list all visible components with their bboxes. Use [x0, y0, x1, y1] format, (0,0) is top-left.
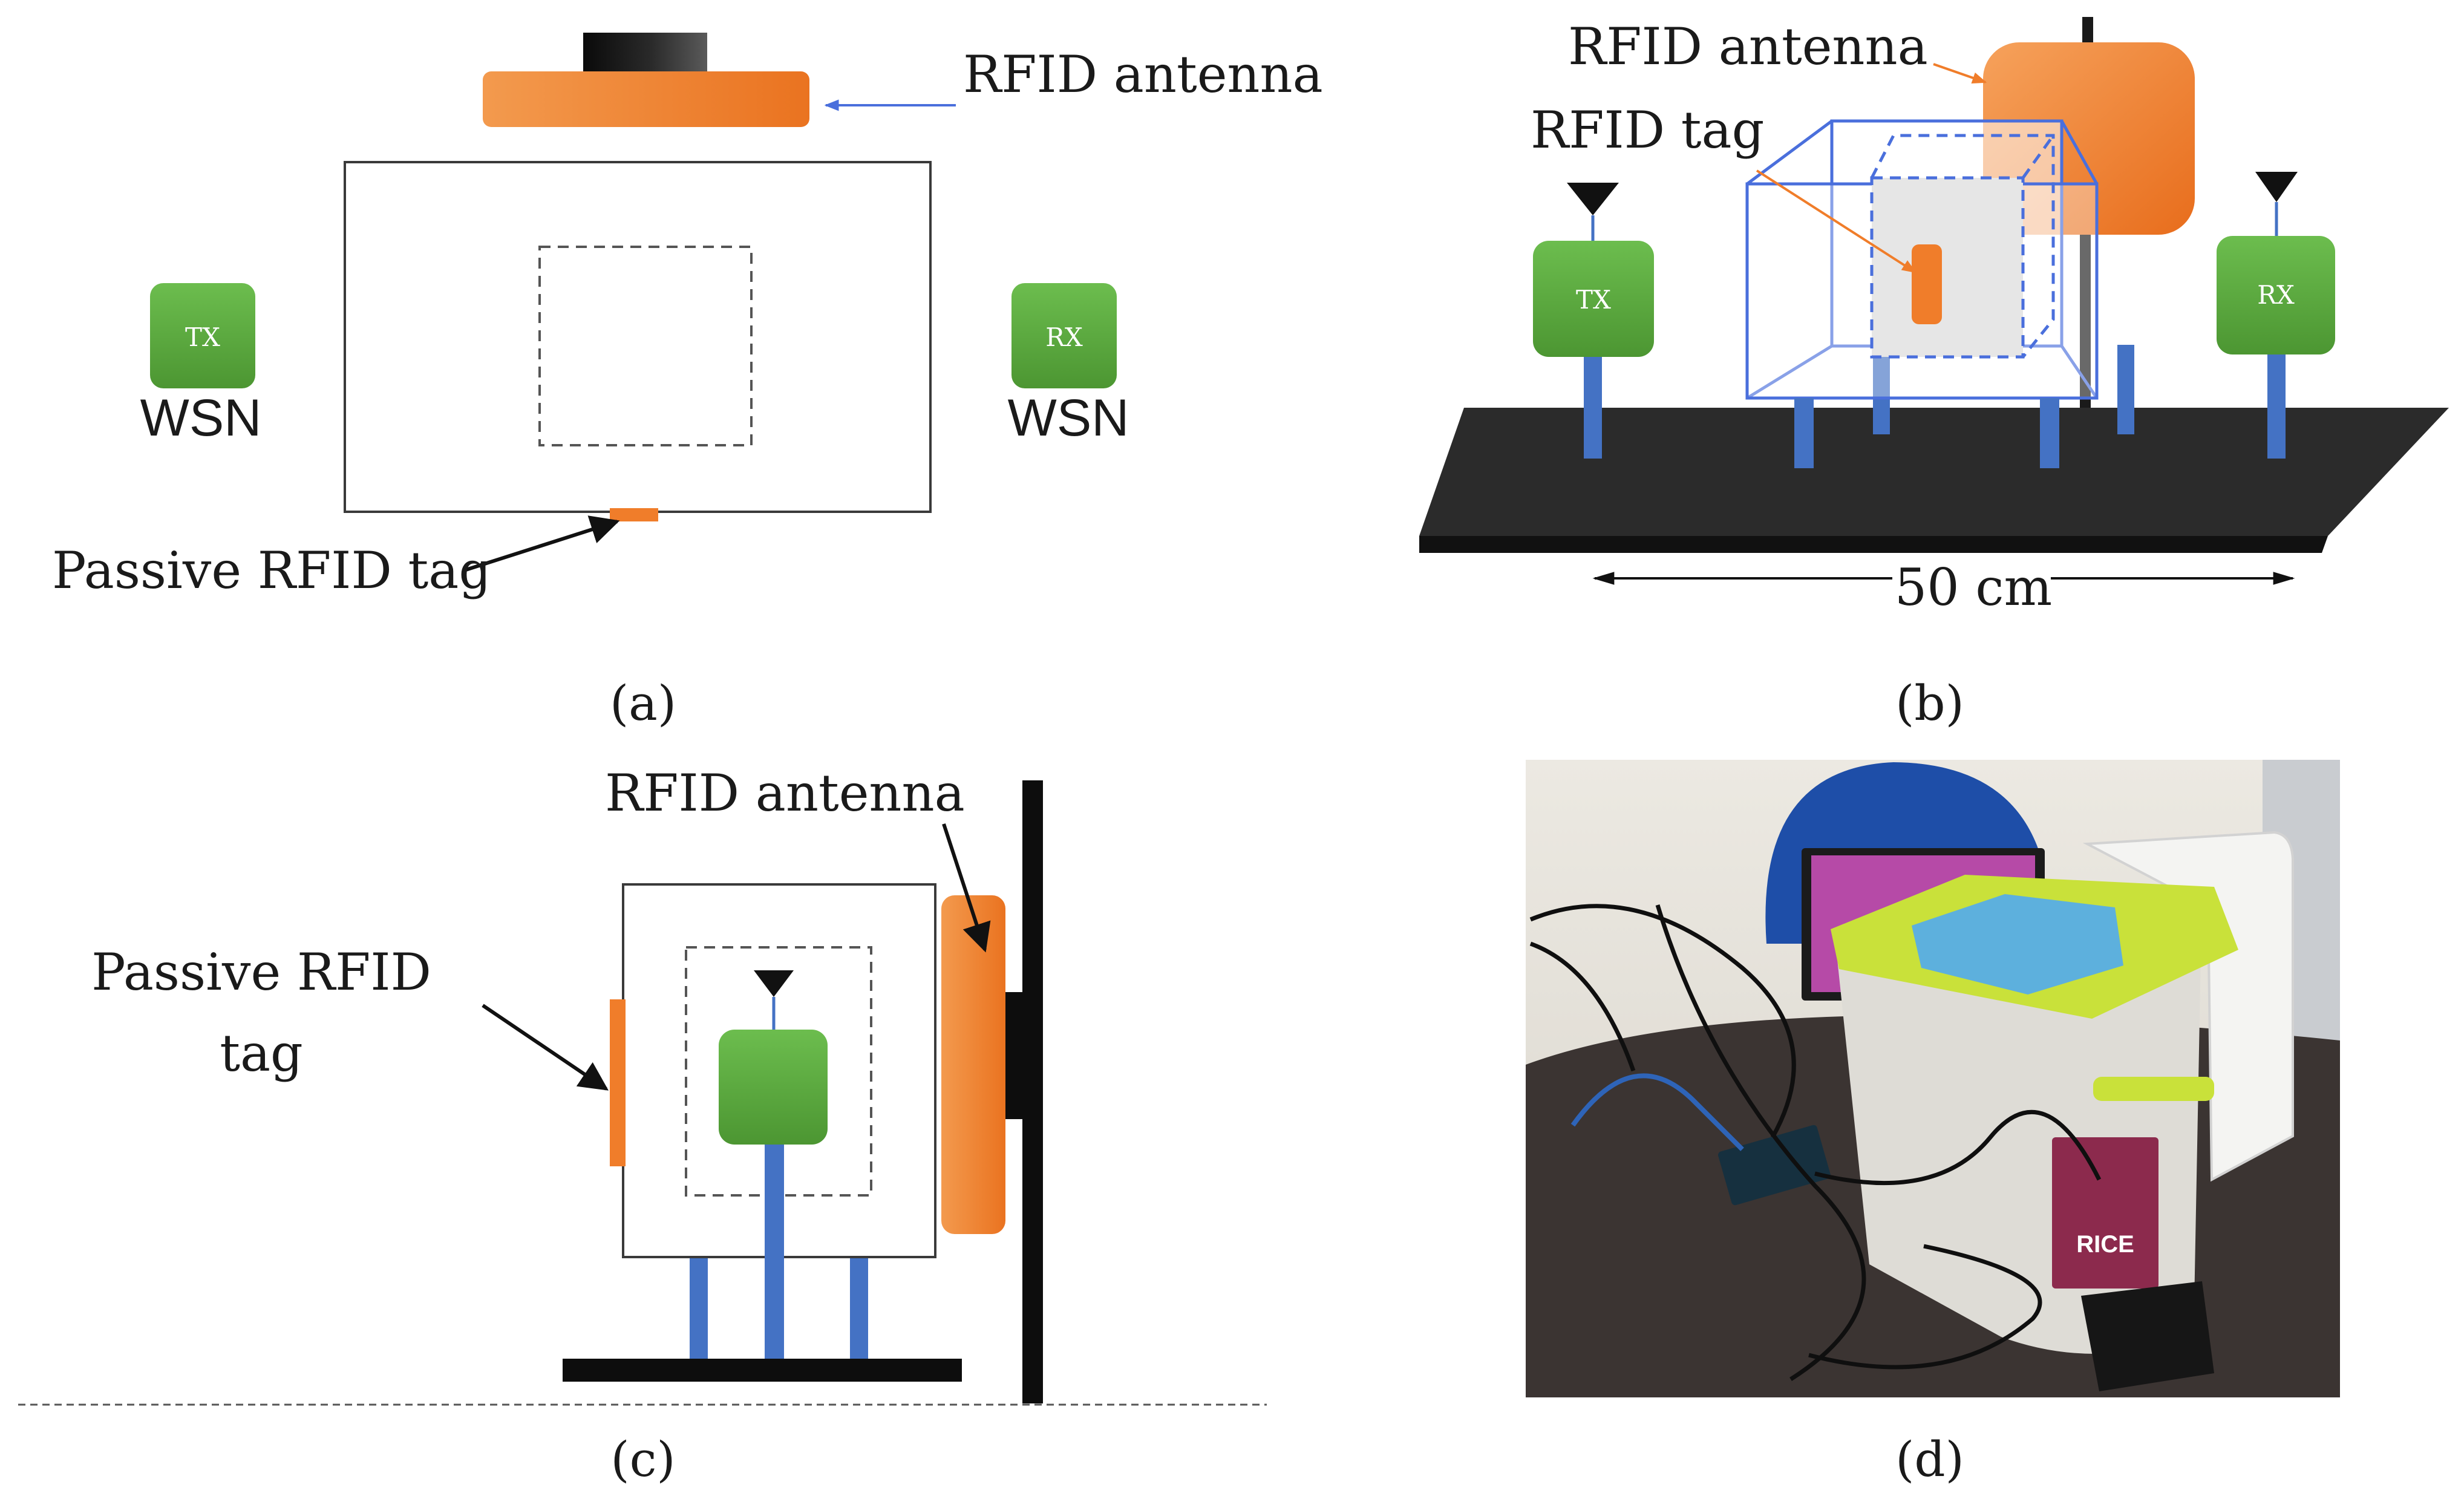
tag-label-side-line1: Passive RFID [91, 942, 431, 1002]
rx-node-label-3d: RX [2257, 280, 2295, 310]
photo-blue-block [1912, 894, 2123, 995]
node-post [765, 1145, 784, 1359]
tx-antenna-icon [1567, 183, 1619, 215]
panel-c: RFID antenna Passive RFID tag (c) [18, 763, 1267, 1488]
caption-b: (b) [1895, 675, 1964, 731]
inner-cube-dashed [1870, 134, 2055, 359]
rx-post [2267, 354, 2286, 459]
antenna-pole [2080, 235, 2091, 410]
platform-side [563, 1359, 962, 1382]
tag-label-side-line2: tag [220, 1024, 303, 1083]
box-leg-back-right [2117, 345, 2134, 434]
box-leg-front-left [1794, 398, 1814, 468]
photo-adapter [2081, 1281, 2214, 1391]
tx-wsn-label: WSN [140, 389, 262, 447]
photo-rfid-antenna [2082, 831, 2294, 1182]
antenna-label-side: RFID antenna [605, 763, 965, 823]
tx-node-3d [1533, 241, 1654, 357]
tag-label: Passive RFID tag [52, 541, 491, 600]
tx-node-label: TX [185, 322, 220, 352]
box-leg-back-left [1873, 345, 1890, 434]
tx-post [1584, 357, 1602, 459]
rfid-tag-side [610, 999, 626, 1166]
inner-region-dashed [538, 246, 753, 446]
leg-right [850, 1256, 868, 1359]
photo-usb-cable [1570, 1073, 1744, 1151]
photo-arduino [1718, 1125, 1831, 1206]
antenna-pointer-side [942, 823, 991, 953]
panel-b: TX RX RFID antenna RFID tag 50 cm (b) [1419, 17, 2449, 731]
tx-node [150, 283, 255, 388]
panel-d-photo: RICE (d) [1526, 760, 2340, 1488]
rfid-tag-3d [1912, 244, 1942, 324]
photo-rice-text: RICE [2076, 1231, 2134, 1258]
antenna-label-3d: RFID antenna [1568, 17, 1928, 76]
rfid-antenna-side [941, 895, 1005, 1234]
rx-node [1011, 283, 1117, 388]
panel-a: RFID antenna Passive RFID tag TX WSN RX … [52, 33, 1323, 731]
antenna-mount [583, 33, 707, 75]
tag-pointer-side [482, 1004, 609, 1091]
box-leg-front-right [2040, 398, 2059, 468]
leg-left [690, 1256, 708, 1359]
tag-pointer [465, 515, 620, 572]
tag-label-3d: RFID tag [1531, 100, 1764, 160]
rx-node-label: RX [1045, 322, 1083, 352]
rx-node-3d [2217, 236, 2335, 354]
caption-c: (c) [610, 1431, 675, 1488]
photo-cables [1529, 904, 2102, 1381]
container-outline [344, 161, 932, 513]
platform-top [1419, 408, 2449, 536]
rfid-tag [610, 508, 658, 521]
sensor-node-side [719, 1030, 828, 1145]
inner-region-side [685, 946, 872, 1197]
platform-edge [1419, 536, 2328, 553]
antenna-pointer-3d [1933, 63, 1987, 83]
rfid-antenna [483, 71, 809, 127]
node-antenna-icon [754, 970, 794, 997]
photo-handle [2093, 1077, 2214, 1101]
caption-a: (a) [610, 675, 676, 731]
dimension-label: 50 cm [1895, 558, 2052, 617]
caption-d: (d) [1895, 1431, 1964, 1488]
rx-wsn-label: WSN [1008, 389, 1129, 447]
rx-antenna-icon [2255, 172, 2298, 202]
tag-pointer-3d [1756, 169, 1917, 273]
tx-node-label-3d: TX [1576, 285, 1611, 315]
antenna-label: RFID antenna [963, 45, 1323, 104]
photo-rice-label [2052, 1137, 2158, 1289]
